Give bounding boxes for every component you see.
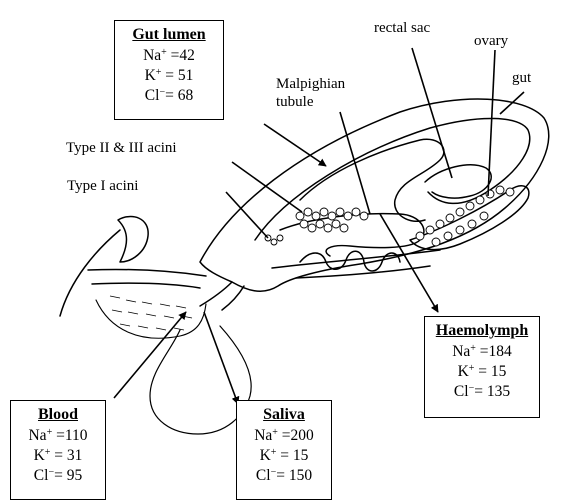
k-row: K+ = 15 bbox=[237, 446, 331, 466]
box-saliva: Saliva Na+ =200 K+ = 15 Cl−= 150 bbox=[236, 400, 332, 500]
leader-type-ii-iii bbox=[232, 162, 302, 212]
host-dermis-edge bbox=[96, 300, 206, 338]
label-gut: gut bbox=[512, 70, 531, 87]
cl-row: Cl−= 95 bbox=[11, 466, 105, 486]
k-row: K+ = 51 bbox=[115, 66, 223, 86]
label-ovary: ovary bbox=[474, 33, 508, 50]
box-haemolymph: Haemolymph Na+ =184 K+ = 15 Cl−= 135 bbox=[424, 316, 540, 418]
na-row: Na+ =110 bbox=[11, 426, 105, 446]
leader-gut bbox=[500, 92, 524, 114]
mouthparts bbox=[200, 282, 244, 310]
k-row: K+ = 31 bbox=[11, 446, 105, 466]
label-malpighian-line1: Malpighian bbox=[276, 76, 345, 93]
host-hair bbox=[118, 217, 148, 262]
host-skin-layer bbox=[92, 283, 200, 288]
na-row: Na+ =42 bbox=[115, 46, 223, 66]
cl-row: Cl−= 68 bbox=[115, 86, 223, 106]
cl-row: Cl−= 135 bbox=[425, 382, 539, 402]
box-title: Gut lumen bbox=[115, 25, 223, 45]
arrow-gut-lumen bbox=[264, 124, 326, 166]
box-title: Haemolymph bbox=[425, 321, 539, 341]
cl-row: Cl−= 150 bbox=[237, 466, 331, 486]
na-row: Na+ =200 bbox=[237, 426, 331, 446]
arrow-saliva bbox=[204, 312, 238, 404]
na-row: Na+ =184 bbox=[425, 342, 539, 362]
k-row: K+ = 15 bbox=[425, 362, 539, 382]
leader-rectal-sac bbox=[412, 48, 452, 178]
dermis-hatching bbox=[110, 296, 192, 330]
box-gut-lumen: Gut lumen Na+ =42 K+ = 51 Cl−= 68 bbox=[114, 20, 224, 120]
label-type-i-acini: Type I acini bbox=[67, 178, 138, 195]
rectal-sac bbox=[425, 165, 491, 198]
box-blood: Blood Na+ =110 K+ = 31 Cl−= 95 bbox=[10, 400, 106, 500]
host-skin-surface bbox=[88, 269, 206, 276]
tick-body-outline bbox=[200, 99, 549, 291]
box-title: Blood bbox=[11, 405, 105, 425]
intestinal-coils bbox=[300, 251, 400, 271]
salivary-acini bbox=[265, 208, 368, 245]
label-type-ii-iii-acini: Type II & III acini bbox=[66, 140, 177, 157]
label-malpighian-line2: tubule bbox=[276, 94, 314, 111]
box-title: Saliva bbox=[237, 405, 331, 425]
label-rectal-sac: rectal sac bbox=[374, 20, 430, 37]
host-hair-follicle bbox=[60, 230, 120, 316]
leader-malpighian bbox=[340, 112, 370, 214]
leader-type-i bbox=[226, 192, 268, 238]
